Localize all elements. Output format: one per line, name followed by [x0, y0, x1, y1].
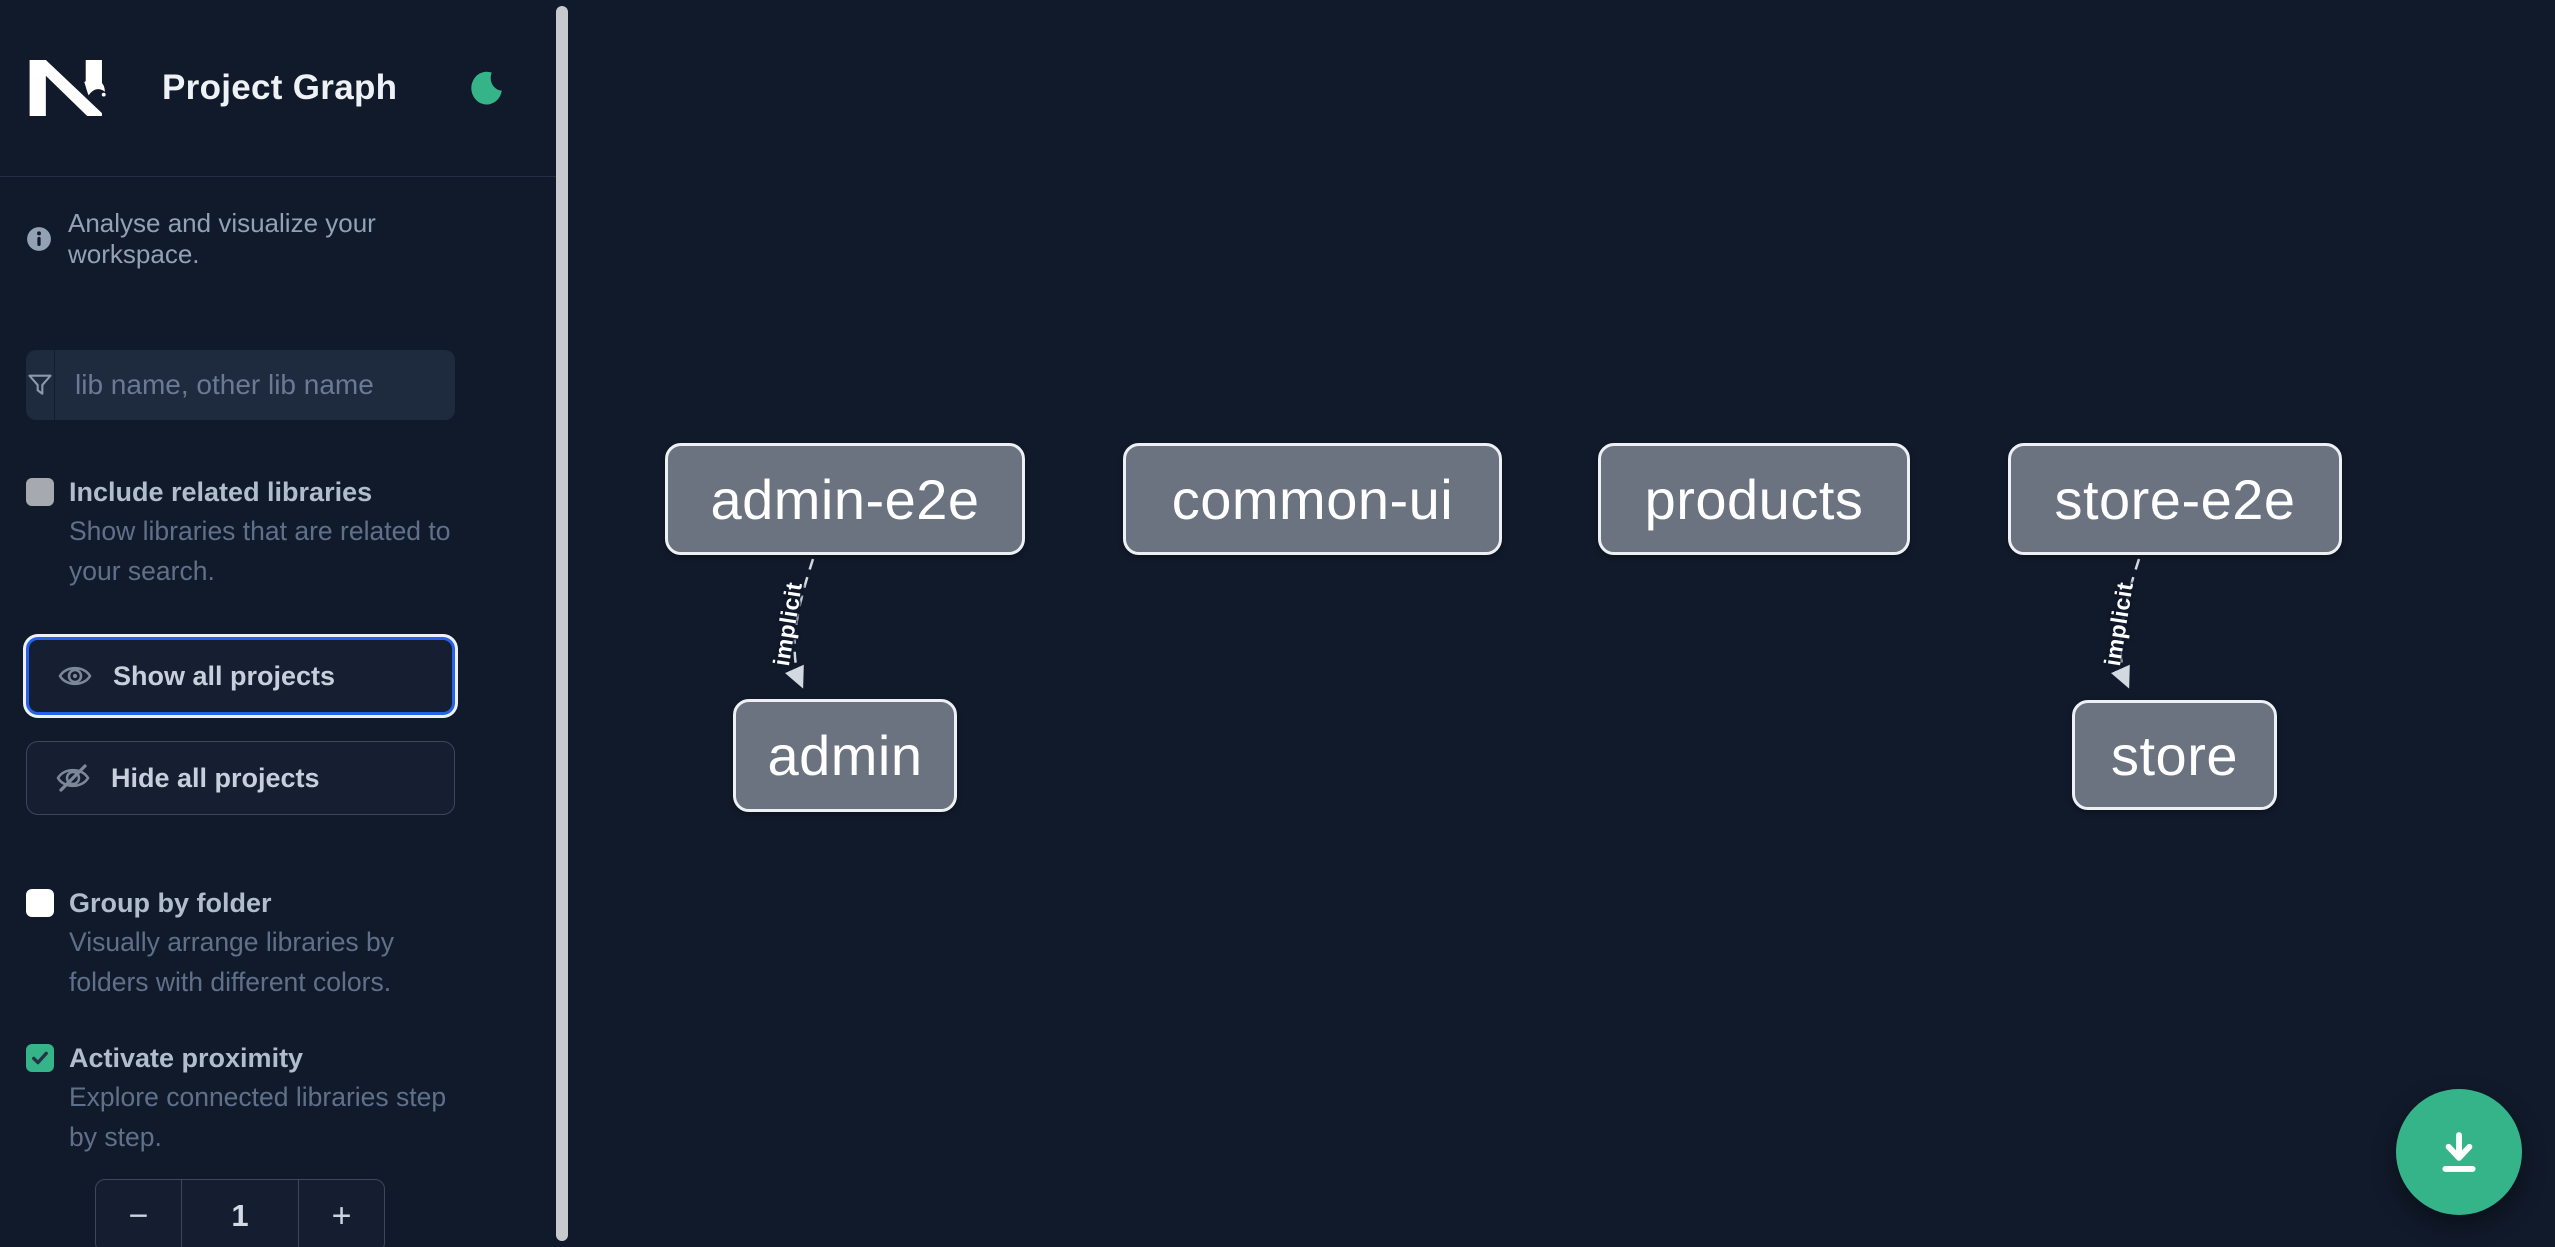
save-image-button[interactable]: [2396, 1089, 2522, 1215]
graph-node[interactable]: store-e2e: [2008, 443, 2342, 555]
group-by-folder-description: Visually arrange libraries by folders wi…: [69, 927, 395, 997]
graph-edge[interactable]: [2110, 558, 2141, 689]
graph-node[interactable]: admin-e2e: [665, 443, 1025, 555]
filter-box: [26, 350, 455, 420]
page-title: Project Graph: [162, 68, 398, 107]
sidebar-header: Project Graph: [0, 0, 568, 177]
sidebar: Project Graph Analyse and visualize your…: [0, 0, 568, 1247]
hide-all-projects-label: Hide all projects: [111, 762, 320, 793]
workspace-info: Analyse and visualize your workspace.: [26, 208, 468, 270]
activate-proximity-row: Activate proximity Explore connected lib…: [26, 1040, 468, 1157]
include-related-label[interactable]: Include related libraries: [69, 477, 373, 507]
funnel-icon: [26, 350, 55, 420]
nx-logo: [26, 57, 110, 119]
moon-icon: [470, 71, 504, 109]
hide-all-projects-button[interactable]: Hide all projects: [26, 741, 455, 815]
proximity-increment-button[interactable]: +: [299, 1180, 384, 1247]
group-by-folder-checkbox[interactable]: [26, 889, 54, 917]
theme-toggle-button[interactable]: [470, 70, 504, 106]
include-related-row: Include related libraries Show libraries…: [26, 474, 468, 591]
filter-input[interactable]: [55, 350, 455, 420]
include-related-description: Show libraries that are related to your …: [69, 516, 451, 586]
graph-node[interactable]: common-ui: [1123, 443, 1502, 555]
graph-node-label: common-ui: [1171, 467, 1454, 531]
graph-node-label: admin: [767, 724, 923, 787]
graph-node[interactable]: admin: [733, 699, 957, 812]
show-all-projects-button[interactable]: Show all projects: [26, 637, 455, 715]
download-icon: [2433, 1126, 2485, 1178]
activate-proximity-checkbox[interactable]: [26, 1044, 54, 1072]
graph-node-label: store: [2111, 723, 2238, 787]
graph-node[interactable]: products: [1598, 443, 1910, 555]
info-icon: [26, 226, 52, 252]
eye-off-icon: [55, 760, 91, 796]
graph-node-label: store-e2e: [2054, 467, 2296, 531]
proximity-value: 1: [181, 1180, 299, 1247]
include-related-checkbox[interactable]: [26, 478, 54, 506]
eye-icon: [57, 658, 93, 694]
activate-proximity-label[interactable]: Activate proximity: [69, 1043, 304, 1073]
sidebar-scrollbar[interactable]: [556, 6, 568, 1241]
proximity-stepper: − 1 +: [95, 1179, 385, 1247]
show-all-projects-label: Show all projects: [113, 660, 336, 691]
group-by-folder-label[interactable]: Group by folder: [69, 888, 272, 918]
group-by-folder-row: Group by folder Visually arrange librari…: [26, 885, 468, 1002]
proximity-decrement-button[interactable]: −: [96, 1180, 181, 1247]
graph-edge[interactable]: [784, 558, 815, 689]
graph-node-label: admin-e2e: [710, 467, 980, 531]
graph-node[interactable]: store: [2072, 700, 2277, 810]
graph-node-label: products: [1644, 467, 1864, 531]
tagline-text: Analyse and visualize your workspace.: [68, 208, 376, 269]
activate-proximity-description: Explore connected libraries step by step…: [69, 1082, 447, 1152]
